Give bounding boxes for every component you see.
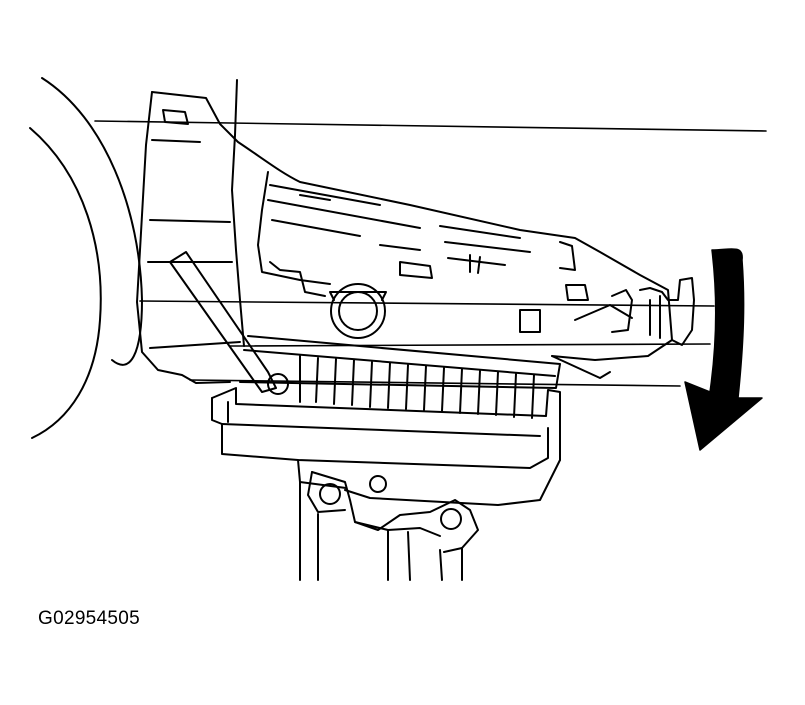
tire-outline: [29, 77, 143, 439]
round-port: [329, 283, 387, 339]
transmission-case: [136, 79, 673, 384]
pry-bar: [169, 251, 289, 395]
oil-pan: [239, 335, 561, 419]
output-flange: [611, 277, 695, 346]
curved-arrow-down-icon: [684, 248, 763, 451]
jack-stand: [299, 471, 479, 581]
figure-code-label: G02954505: [38, 608, 141, 629]
reference-lines: [94, 120, 767, 387]
